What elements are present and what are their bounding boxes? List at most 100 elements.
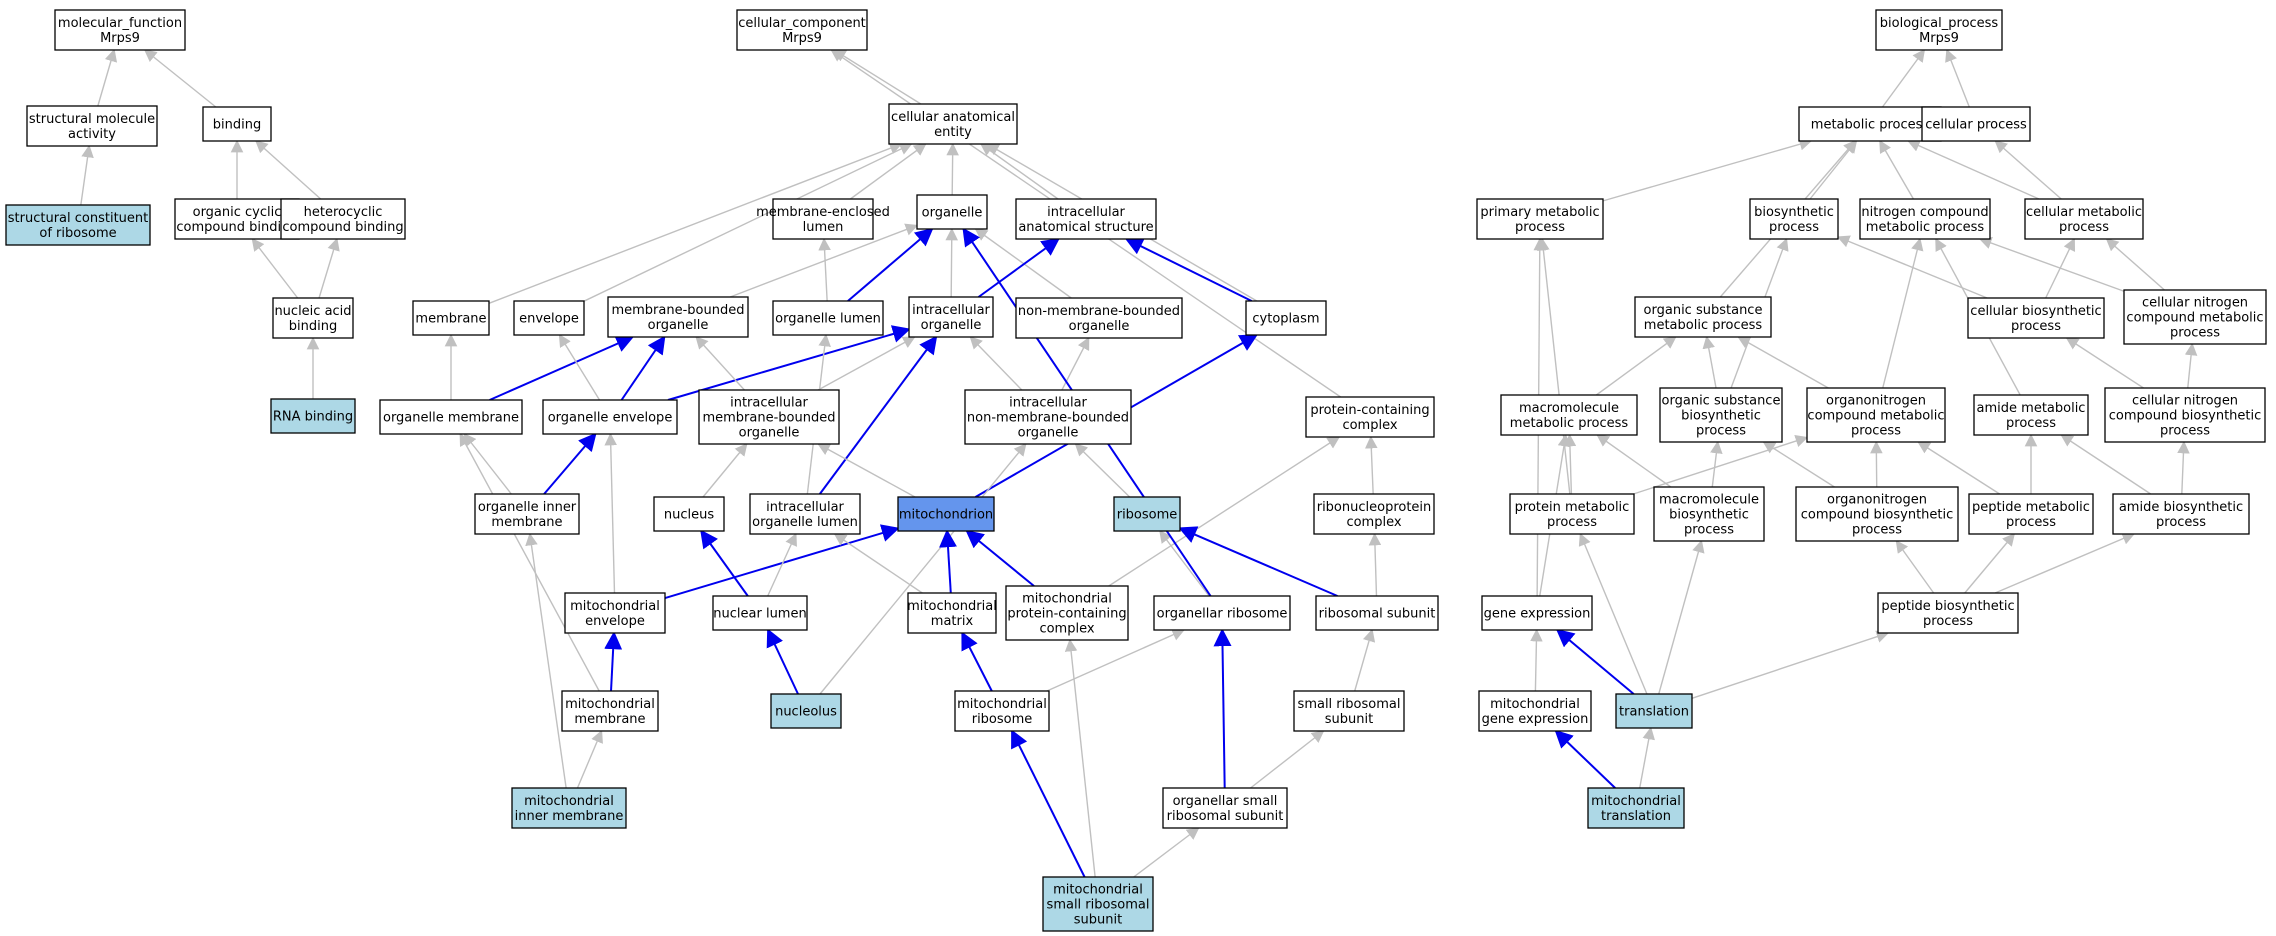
node-om[interactable]: organelle membrane — [379, 399, 523, 435]
edge-nab-to-occb — [251, 238, 299, 299]
edge-layer — [80, 48, 2198, 878]
edge-menv-to-mito — [664, 524, 900, 600]
node-ge[interactable]: gene expression — [1481, 595, 1593, 631]
edge-oe-to-env — [558, 333, 601, 401]
edge-memb-to-cae — [488, 142, 903, 304]
node-nuc[interactable]: nucleus — [653, 496, 725, 532]
node-nl[interactable]: nuclear lumen — [712, 595, 808, 631]
node-label-line: non-membrane-bounded — [1018, 304, 1180, 319]
node-label-line: compound metabolic — [2126, 311, 2263, 326]
node-rsu[interactable]: ribosomal subunit — [1315, 595, 1439, 631]
node-ribo[interactable]: ribosome — [1113, 496, 1181, 532]
edge-oncbp-to-osbp — [1762, 441, 1835, 488]
node-label-line: organelle — [921, 318, 982, 333]
node-label-line: intracellular — [1047, 205, 1125, 220]
node-box — [712, 595, 808, 631]
node-orgl[interactable]: organelle lumen — [772, 300, 884, 336]
node-label-line: process — [1684, 523, 1734, 538]
node-nucl[interactable]: nucleolus — [770, 693, 842, 729]
node-box — [474, 493, 580, 535]
edge-ncmp-to-mp — [1879, 139, 1915, 200]
node-tr[interactable]: translation — [1615, 693, 1693, 729]
node-env[interactable]: envelope — [513, 300, 585, 336]
node-mp[interactable]: metabolic process — [1798, 106, 1942, 142]
node-memb[interactable]: membrane — [412, 300, 490, 336]
node-box — [1015, 297, 1183, 339]
node-label-line: compound biosynthetic — [2109, 409, 2262, 424]
node-label-line: Mrps9 — [100, 31, 140, 46]
node-box — [698, 389, 840, 445]
node-label-line: cellular anatomical — [891, 110, 1015, 125]
node-cp[interactable]: cellular process — [1921, 106, 2031, 142]
node-inmbo[interactable]: intracellularnon-membrane-boundedorganel… — [964, 389, 1132, 445]
node-label-line: metabolic process — [1866, 220, 1985, 235]
node-rnab[interactable]: RNA binding — [270, 398, 356, 434]
node-orib[interactable]: organellar ribosome — [1153, 595, 1291, 631]
edge-tr-to-ge — [1555, 628, 1635, 695]
node-bind[interactable]: binding — [202, 106, 272, 142]
node-label-line: process — [2170, 326, 2220, 341]
node-cyto[interactable]: cytoplasm — [1245, 300, 1327, 336]
edge-mmat-to-iol — [833, 533, 923, 594]
node-label-line: biosynthetic — [1669, 508, 1749, 523]
node-org[interactable]: organelle — [916, 194, 988, 230]
node-box — [379, 399, 523, 435]
node-label-line: biological_process — [1880, 16, 1999, 31]
node-box — [1153, 595, 1291, 631]
node-mito[interactable]: mitochondrion — [897, 496, 995, 532]
edge-nucl-to-nl — [766, 628, 799, 695]
node-oe[interactable]: organelle envelope — [542, 399, 678, 435]
node-box — [2112, 493, 2250, 535]
edge-oe-to-mbo — [620, 335, 666, 401]
node-label-line: structural constituent — [8, 211, 149, 226]
